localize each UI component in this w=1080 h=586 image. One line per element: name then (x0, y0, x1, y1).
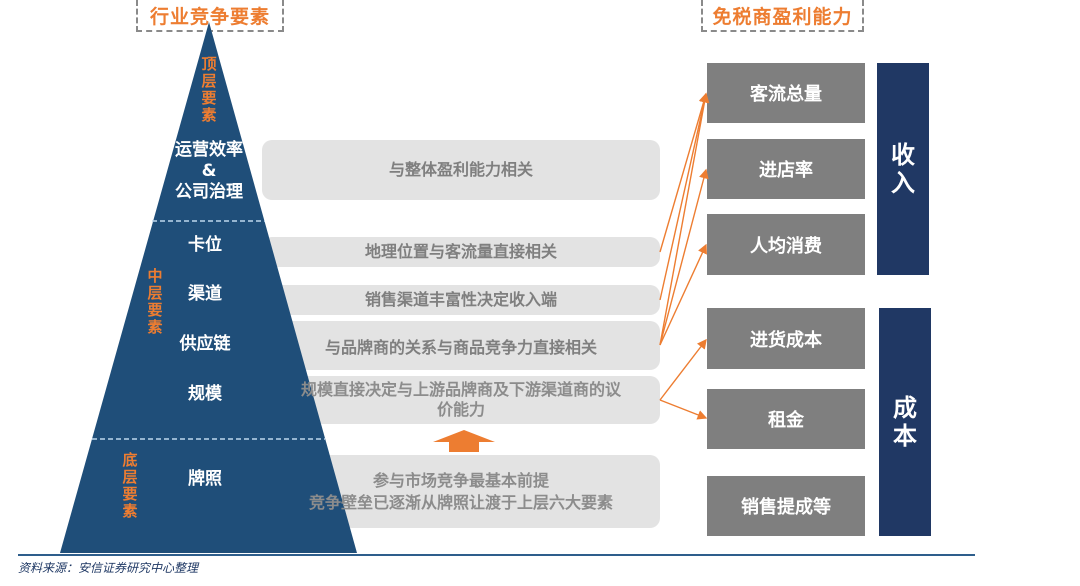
factor-ops-line3: 公司治理 (175, 182, 243, 202)
desc-location: 地理位置与客流量直接相关 (262, 237, 660, 267)
tier-label-top: 顶 层 要 素 (201, 55, 217, 124)
up-arrow-icon (433, 430, 495, 452)
factor-license: 牌照 (188, 469, 222, 489)
factor-scale: 规模 (188, 384, 222, 404)
factor-ops-line2: & (201, 161, 217, 181)
tier-label-middle: 中 层 要 素 (147, 267, 163, 336)
metric-rent-label: 租金 (768, 410, 804, 431)
metric-procurement-label: 进货成本 (750, 329, 822, 351)
header-profitability-label: 免税商盈利能力 (712, 5, 853, 28)
desc-scale-overlay: 规模直接决定与上游品牌商及下游渠道商的议 价能力 (262, 376, 660, 424)
cost-bar-label: 成 本 (893, 394, 917, 450)
factor-location: 卡位 (188, 235, 222, 255)
desc-supply-chain (262, 321, 660, 370)
metric-traffic: 客流总量 (707, 63, 865, 123)
metric-procurement-cost: 进货成本 (707, 308, 865, 369)
desc-channel: 销售渠道丰富性决定收入端 (262, 285, 660, 315)
metric-rent: 租金 (707, 389, 865, 449)
metric-conversion: 进店率 (707, 139, 865, 199)
metric-spend-label: 人均消费 (750, 235, 822, 257)
cost-bar: 成 本 (879, 308, 931, 536)
tier-label-bottom: 底 层 要 素 (122, 451, 138, 520)
metric-sales-commission: 销售提成等 (707, 476, 865, 536)
desc-license-text-line1: 参与市场竞争最基本前提 (372, 470, 549, 490)
desc-supply-chain-text: 与品牌商的关系与商品竞争力直接相关 (324, 337, 597, 357)
factor-ops-line1: 运营效率 (175, 140, 243, 160)
desc-scale-text-line2: 价能力 (436, 400, 485, 419)
metric-traffic-label: 客流总量 (750, 84, 822, 105)
desc-license-overlay: 参与市场竞争最基本前提 竞争壁垒已逐渐从牌照让渡于上层六大要素 (262, 455, 660, 528)
desc-ops-text: 与整体盈利能力相关 (388, 160, 533, 179)
desc-supply-chain-overlay: 与品牌商的关系与商品竞争力直接相关 (262, 321, 660, 370)
header-industry-factors-label: 行业竞争要素 (149, 5, 270, 28)
revenue-bar: 收 入 (877, 63, 929, 275)
desc-license-text-line2: 竞争壁垒已逐渐从牌照让渡于上层六大要素 (308, 492, 613, 512)
desc-scale (262, 376, 660, 424)
revenue-bar-label: 收 入 (891, 141, 915, 197)
factor-supply-chain: 供应链 (179, 334, 231, 354)
metric-spend-per-customer: 人均消费 (707, 214, 865, 275)
factor-ops: 运营效率 & 公司治理 (165, 140, 253, 203)
desc-channel-text: 销售渠道丰富性决定收入端 (364, 290, 557, 309)
factor-channel: 渠道 (188, 284, 222, 304)
desc-scale-text-line1: 规模直接决定与上游品牌商及下游渠道商的议 (300, 380, 621, 399)
metric-commission-label: 销售提成等 (741, 497, 831, 518)
source-note: 资料来源：安信证券研究中心整理 (18, 561, 199, 575)
metric-conversion-label: 进店率 (759, 160, 813, 181)
desc-ops: 与整体盈利能力相关 (262, 140, 660, 200)
desc-location-text: 地理位置与客流量直接相关 (364, 242, 557, 261)
header-profitability: 免税商盈利能力 (701, 0, 864, 32)
